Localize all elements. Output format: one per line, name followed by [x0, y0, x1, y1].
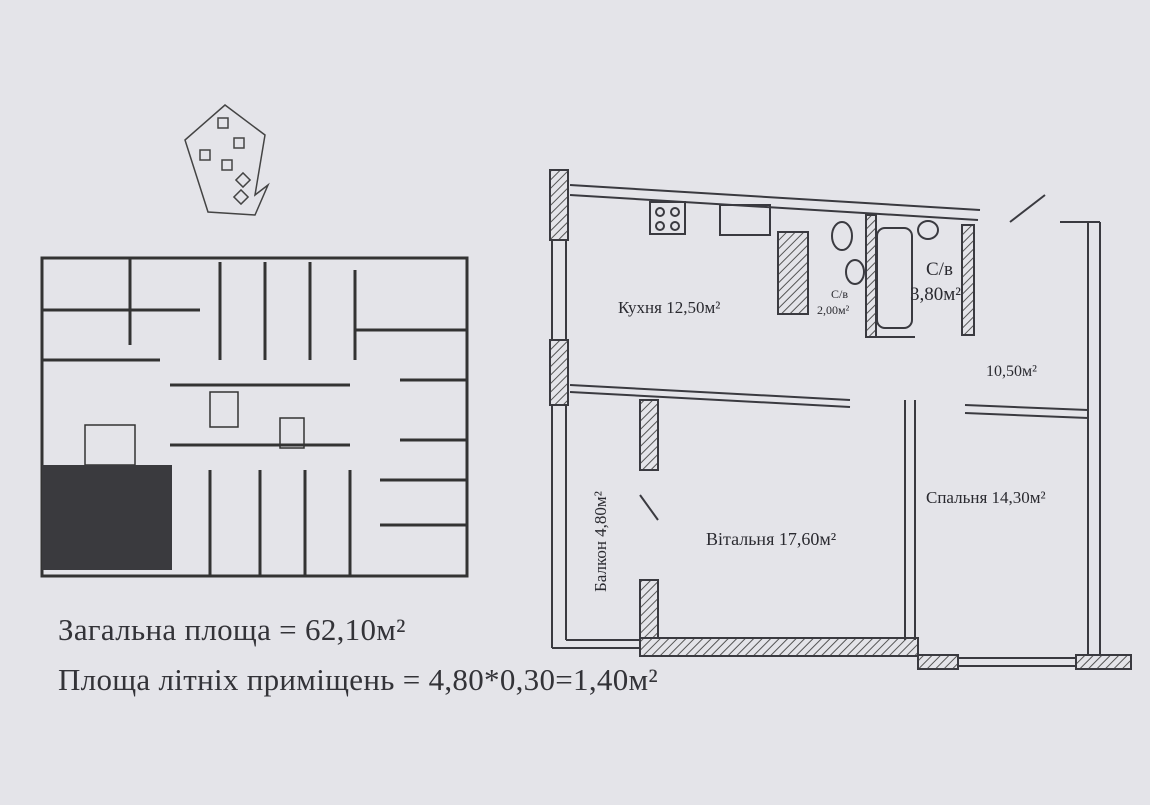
hall-area-label: 10,50м²	[986, 363, 1037, 380]
kitchen-label: Кухня 12,50м²	[618, 298, 720, 317]
living-room-label: Вітальня 17,60м²	[706, 529, 836, 549]
highlighted-apartment	[42, 465, 172, 570]
wc-large-area: 3,80м²	[910, 284, 961, 305]
wc-small-name: С/в	[831, 287, 848, 301]
bedroom-label: Спальня 14,30м²	[926, 488, 1046, 507]
summer-area-text: Площа літніх приміщень = 4,80*0,30=1,40м…	[58, 662, 659, 697]
wc-small-area: 2,00м²	[817, 303, 850, 317]
total-area-text: Загальна площа = 62,10м²	[58, 612, 406, 647]
wc-large-name: С/в	[926, 259, 953, 280]
room-labels: Кухня 12,50м² С/в 2,00м² С/в 3,80м² 10,5…	[591, 259, 1046, 592]
building-key-plan	[40, 256, 469, 578]
site-orientation-sketch	[184, 104, 270, 216]
apartment-plan	[549, 169, 1132, 670]
balcony-label: Балкон 4,80м²	[591, 491, 610, 592]
